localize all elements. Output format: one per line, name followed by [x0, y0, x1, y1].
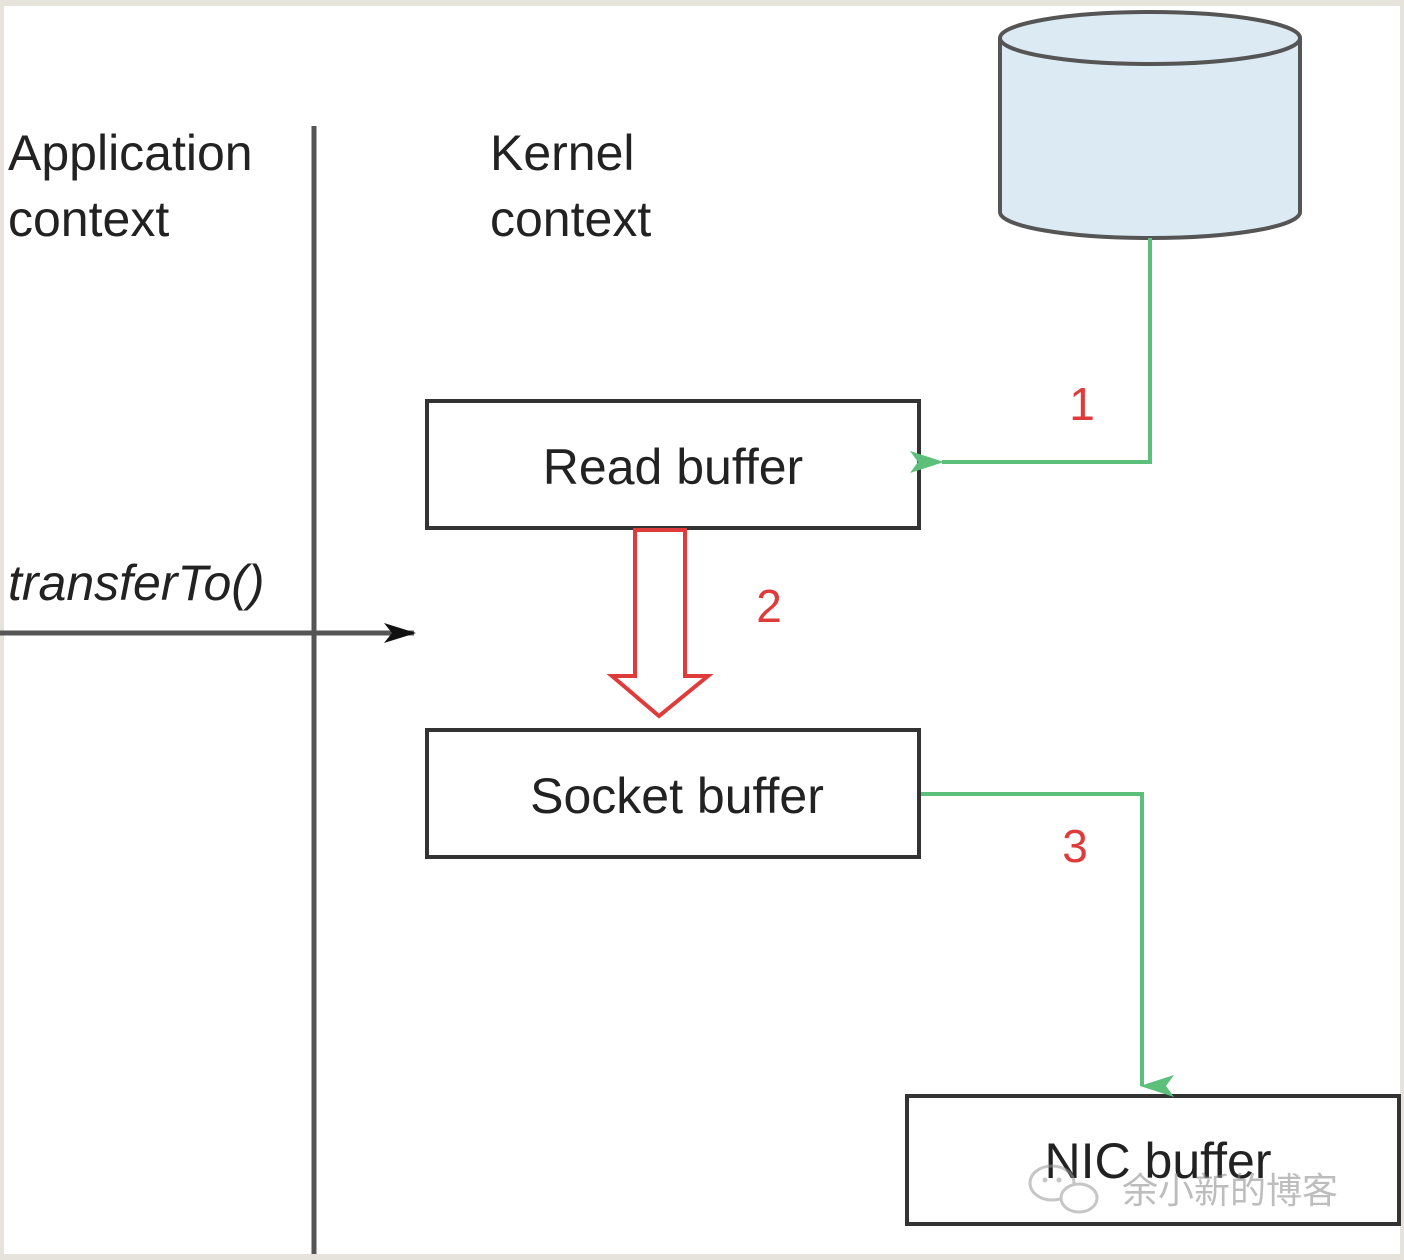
watermark-text: 余小新的博客: [1122, 1171, 1338, 1212]
step-1-label: 1: [1069, 378, 1095, 430]
wechat-icon: [1028, 1164, 1099, 1214]
transferto-call-label: transferTo(): [8, 555, 265, 611]
step-2-label: 2: [756, 580, 782, 632]
kernel-context-label: Kernel context: [490, 125, 651, 247]
disk-cylinder-icon: [998, 10, 1302, 240]
dma-arrow-1: [910, 238, 1152, 473]
read-buffer-box: [425, 399, 921, 530]
socket-buffer-label: Socket buffer: [530, 768, 824, 824]
dma-arrow-3: [921, 792, 1174, 1097]
copy-arrow-2: [606, 528, 714, 719]
nic-buffer-label: NIC buffer: [1045, 1133, 1272, 1189]
nic-buffer-box: [905, 1094, 1401, 1226]
read-buffer-label: Read buffer: [543, 439, 803, 495]
watermark: 余小新的博客: [1028, 1164, 1338, 1214]
socket-buffer-box: [425, 728, 921, 859]
step-3-label: 3: [1062, 820, 1088, 872]
application-context-label: Application context: [8, 125, 267, 247]
